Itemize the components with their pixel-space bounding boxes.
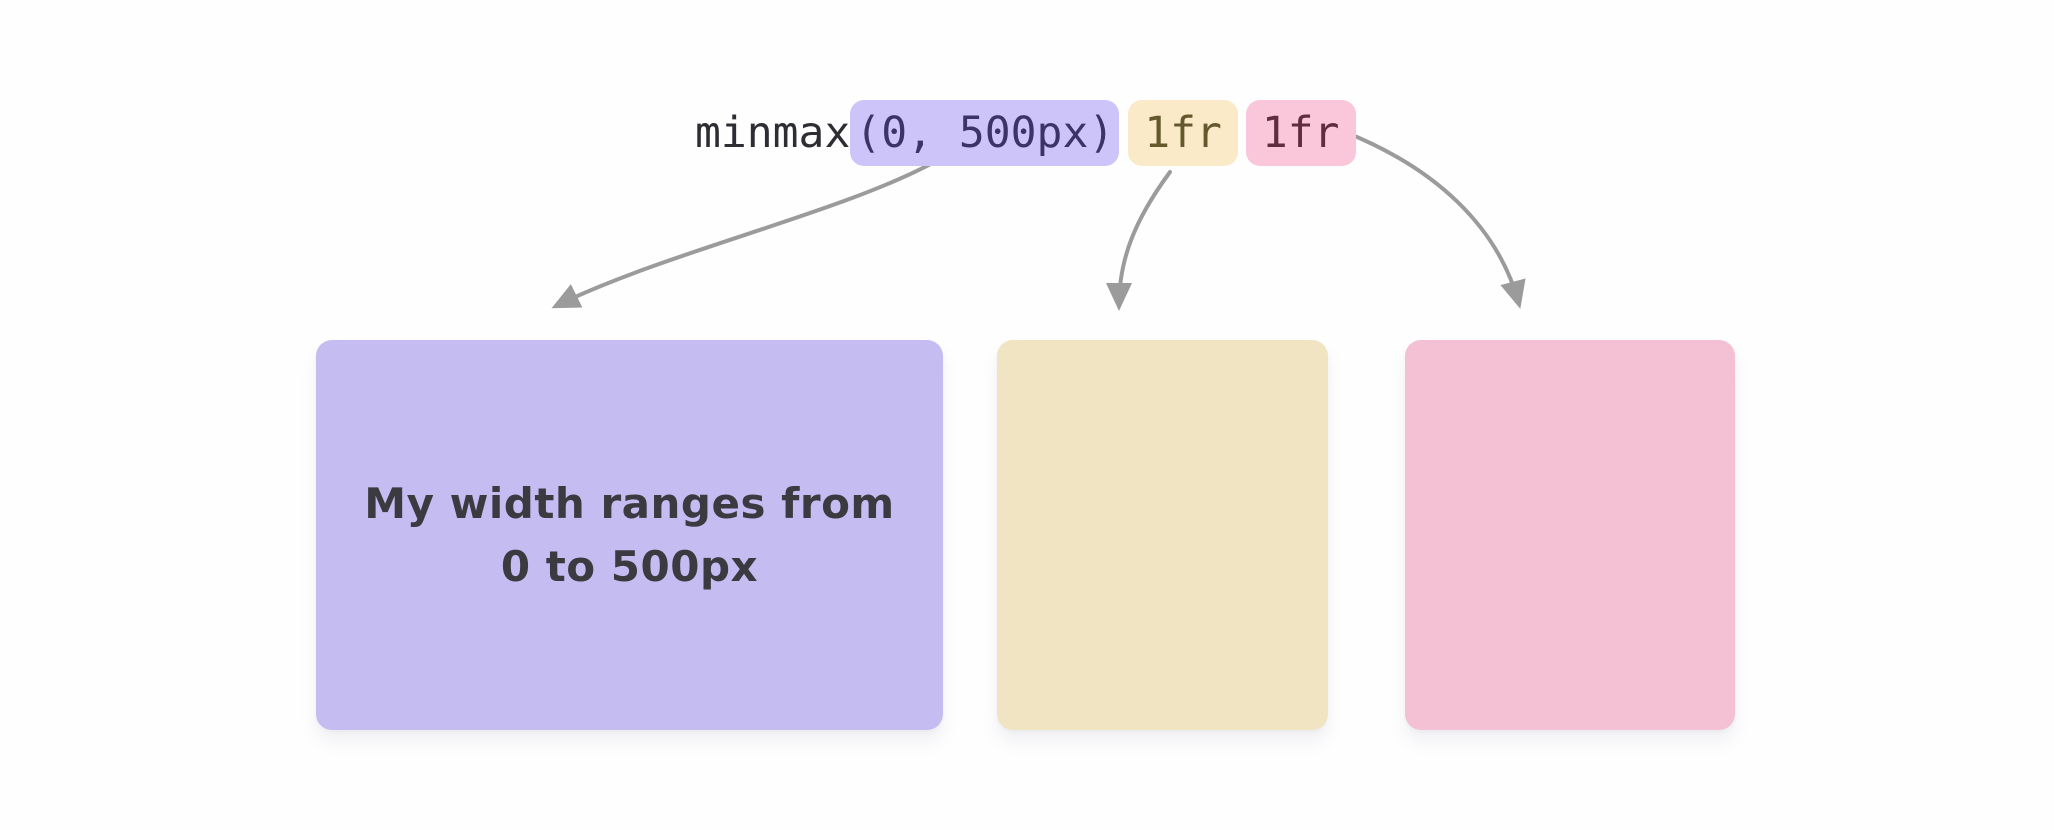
code-token-minmax-args: (0, 500px) xyxy=(850,100,1120,166)
code-token-1fr-first: 1fr xyxy=(1128,100,1238,166)
minmax-column-label-line2: 0 to 500px xyxy=(500,542,759,591)
arrow-first-1fr-to-second-column xyxy=(1106,170,1172,311)
minmax-column-label: My width ranges from 0 to 500px xyxy=(364,472,894,598)
second-1fr-column-box xyxy=(1405,340,1735,730)
arrow-minmax-to-first-column xyxy=(551,158,940,309)
code-token-1fr-second: 1fr xyxy=(1245,100,1356,166)
minmax-column-label-line1: My width ranges from xyxy=(364,479,895,528)
minmax-column-box: My width ranges from 0 to 500px xyxy=(316,340,943,730)
first-1fr-column-box xyxy=(997,340,1328,730)
grid-template-columns-code: minmax (0, 500px) 1fr 1fr xyxy=(695,100,1356,166)
code-function-name: minmax xyxy=(695,108,851,158)
arrow-second-1fr-to-third-column xyxy=(1343,130,1526,309)
